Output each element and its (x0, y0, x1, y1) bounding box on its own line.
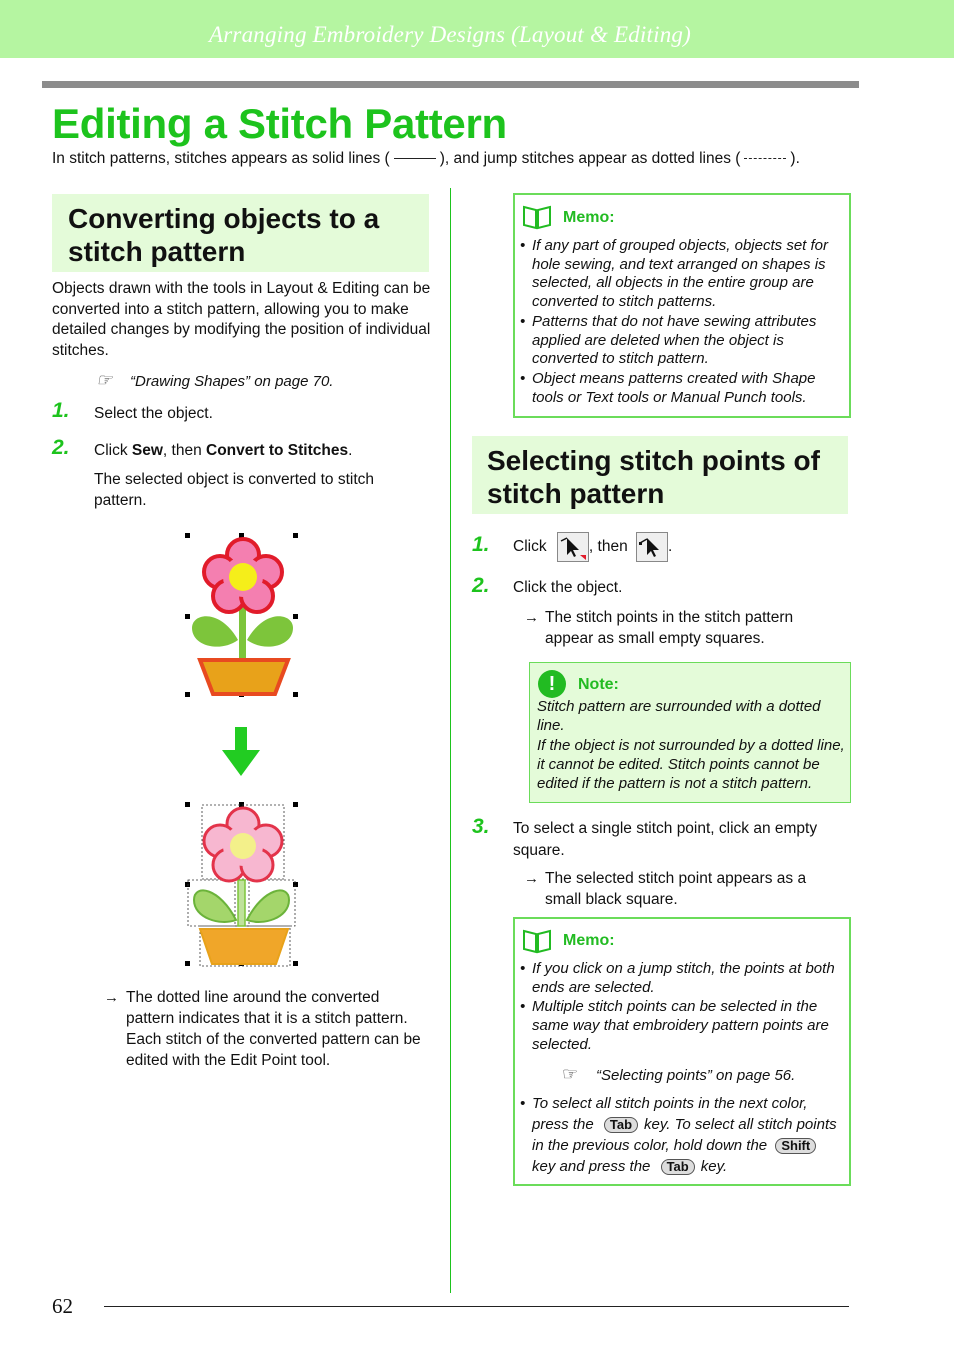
tab-key: Tab (603, 1117, 639, 1134)
exclamation-icon: ! (538, 670, 566, 698)
step-number: 2. (472, 574, 490, 597)
section-heading-selecting: Selecting stitch points of stitch patter… (472, 436, 848, 514)
flower-object (192, 537, 293, 696)
step-text: Select the object. (94, 405, 213, 422)
pointing-hand-icon: ☞ (562, 1063, 579, 1084)
section-heading-converting: Converting objects to a stitch pattern (52, 194, 429, 272)
shift-key: Shift (775, 1138, 817, 1155)
step-result: → The selected stitch point appears as a… (524, 870, 807, 908)
memo-list: •If you click on a jump stitch, the poin… (520, 960, 842, 1177)
step-text: To select a single stitch point, click a… (513, 820, 818, 859)
memo-box-2: Memo: •If you click on a jump stitch, th… (513, 917, 851, 1186)
tab-key: Tab (660, 1159, 695, 1176)
step-result: → The stitch points in the stitch patter… (524, 609, 794, 647)
note-box: ! Note: Stitch pattern are surrounded wi… (529, 662, 851, 803)
intro-text: In stitch patterns, stitches appears as … (52, 150, 800, 167)
stitch-pattern-flower (185, 802, 298, 967)
step-number: 1. (52, 399, 70, 422)
solid-line-sample (393, 158, 436, 160)
reference-link[interactable]: ☞“Selecting points” on page 56. (562, 1063, 796, 1084)
title-rule (42, 81, 859, 88)
step-text: Click the object. (513, 579, 623, 596)
section-title: Converting objects to a stitch pattern (68, 203, 380, 267)
step-text: Click Sew, then Convert to Stitches. (94, 442, 353, 459)
step-number: 2. (52, 436, 70, 459)
footer-rule (104, 1306, 849, 1307)
step-text: Click , then . (513, 532, 672, 562)
book-icon (522, 928, 552, 959)
menu-sew: Sew (131, 442, 163, 459)
note-text: Stitch pattern are surrounded with a dot… (537, 698, 845, 792)
chapter-title: Arranging Embroidery Designs (Layout & E… (209, 22, 691, 47)
step-number: 1. (472, 533, 490, 556)
memo-item: Multiple stitch points can be selected i… (532, 998, 829, 1053)
memo-heading: Memo: (563, 209, 615, 226)
memo-item: To select all stitch points in the next … (532, 1095, 837, 1176)
memo-item: Patterns that do not have sewing attribu… (532, 312, 817, 368)
note-heading: Note: (578, 676, 619, 693)
chapter-header-band (0, 0, 954, 58)
section-body: Objects drawn with the tools in Layout &… (52, 280, 431, 359)
flower-illustrations (185, 533, 298, 967)
memo-heading: Memo: (563, 932, 615, 949)
step-number: 3. (472, 815, 490, 838)
memo-box-1: Memo: •If any part of grouped objects, o… (513, 193, 851, 418)
reference-link[interactable]: ☞“Drawing Shapes” on page 70. (96, 370, 334, 390)
dotted-line-sample (744, 158, 787, 160)
memo-item: If you click on a jump stitch, the point… (532, 960, 835, 996)
book-icon (522, 204, 552, 235)
memo-item: If any part of grouped objects, objects … (532, 237, 829, 311)
menu-convert-to-stitches: Convert to Stitches (206, 442, 349, 459)
section-title: Selecting stitch points of stitch patter… (487, 445, 820, 509)
pointing-hand-icon: ☞ (96, 370, 113, 390)
column-divider (450, 188, 451, 1293)
memo-list: •If any part of grouped objects, objects… (520, 237, 842, 407)
conversion-result: → The dotted line around the converted p… (104, 989, 421, 1069)
edit-point-tool-button[interactable] (636, 532, 668, 562)
result-arrow-icon: → (104, 989, 119, 1006)
down-arrow-icon (222, 727, 260, 776)
step-result: The selected object is converted to stit… (94, 471, 375, 509)
result-arrow-icon: → (524, 870, 539, 887)
memo-item: Object means patterns created with Shape… (532, 369, 816, 406)
select-tool-button[interactable] (556, 532, 589, 562)
page-title: Editing a Stitch Pattern (52, 100, 507, 147)
page-number: 62 (52, 1294, 73, 1318)
result-arrow-icon: → (524, 609, 539, 626)
